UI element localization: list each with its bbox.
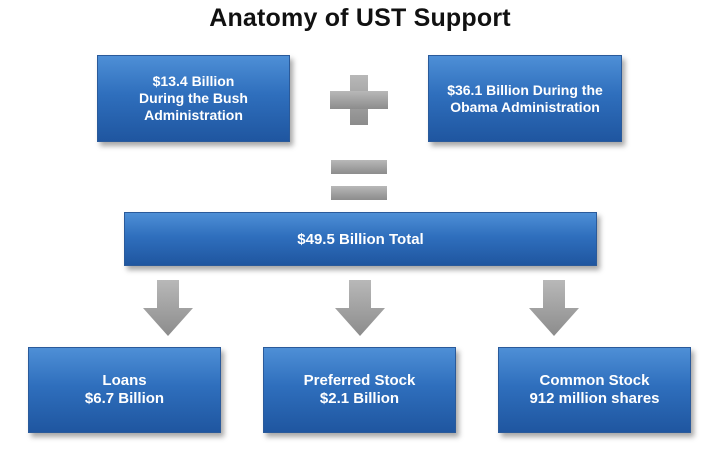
bush-line-2: During the Bush [139, 90, 248, 106]
obama-line-2: Obama Administration [450, 98, 600, 115]
preferred-stock-label: Preferred Stock [303, 372, 416, 389]
obama-administration-box: $36.1 Billion During the Obama Administr… [428, 55, 622, 142]
preferred-stock-box: Preferred Stock $2.1 Billion [263, 347, 456, 433]
bush-line-1: $13.4 Billion [152, 73, 235, 89]
common-stock-box: Common Stock 912 million shares [498, 347, 691, 433]
arrow-down-icon [143, 280, 193, 336]
equals-icon [331, 160, 387, 200]
bush-line-3: Administration [144, 107, 243, 123]
arrow-down-icon [335, 280, 385, 336]
loans-value: $6.7 Billion [84, 390, 165, 407]
plus-icon [330, 75, 388, 125]
preferred-stock-value: $2.1 Billion [319, 390, 400, 407]
total-label: $49.5 Billion Total [297, 230, 424, 248]
obama-line-1: $36.1 Billion During the [447, 81, 603, 98]
bush-administration-box: $13.4 Billion During the Bush Administra… [97, 55, 290, 142]
common-stock-label: Common Stock [539, 372, 650, 389]
loans-label: Loans [102, 372, 147, 389]
arrow-down-icon [529, 280, 579, 336]
common-stock-value: 912 million shares [529, 390, 660, 407]
loans-box: Loans $6.7 Billion [28, 347, 221, 433]
diagram-title: Anatomy of UST Support [209, 4, 511, 32]
total-box: $49.5 Billion Total [124, 212, 597, 266]
